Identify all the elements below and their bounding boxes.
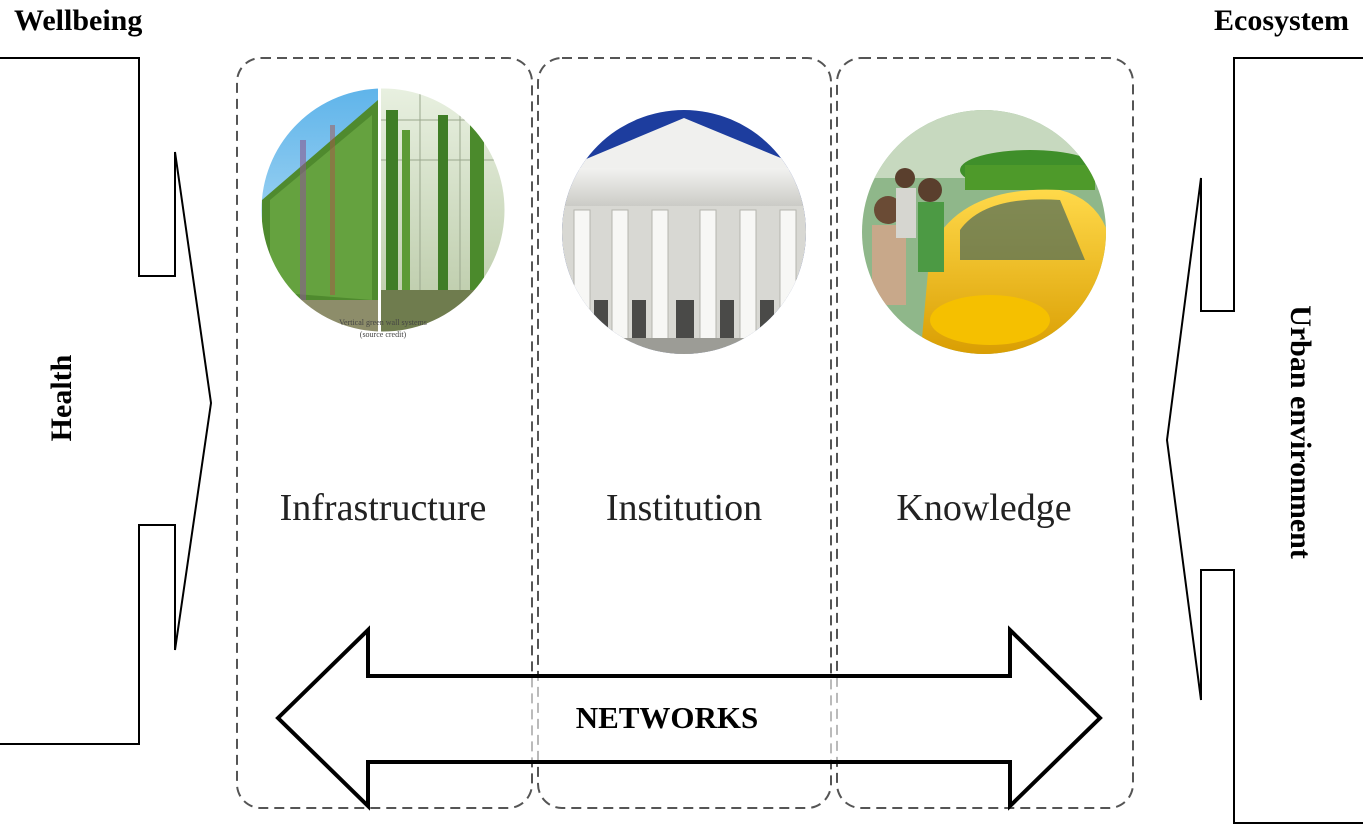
urban-environment-label: Urban environment bbox=[1284, 305, 1317, 559]
urban-environment-arrow bbox=[1165, 57, 1363, 824]
institution-building-photo bbox=[562, 110, 806, 354]
institution-label: Institution bbox=[605, 487, 763, 529]
knowledge-label: Knowledge bbox=[896, 487, 1072, 529]
institution-column-box bbox=[537, 57, 832, 809]
health-label: Health bbox=[45, 354, 78, 442]
networks-double-arrow bbox=[275, 625, 1103, 811]
photo-caption-line-2: (source credit) bbox=[359, 330, 407, 339]
health-arrow bbox=[0, 57, 213, 745]
networks-label: NETWORKS bbox=[575, 700, 759, 735]
infrastructure-label: Infrastructure bbox=[279, 487, 487, 529]
ecosystem-title: Ecosystem bbox=[1214, 4, 1349, 37]
green-roof-taxi-photo bbox=[862, 110, 1106, 354]
wellbeing-title: Wellbeing bbox=[14, 4, 143, 37]
photo-caption-line-1: Vertical green wall systems bbox=[339, 318, 427, 327]
green-wall-photo bbox=[261, 88, 505, 332]
